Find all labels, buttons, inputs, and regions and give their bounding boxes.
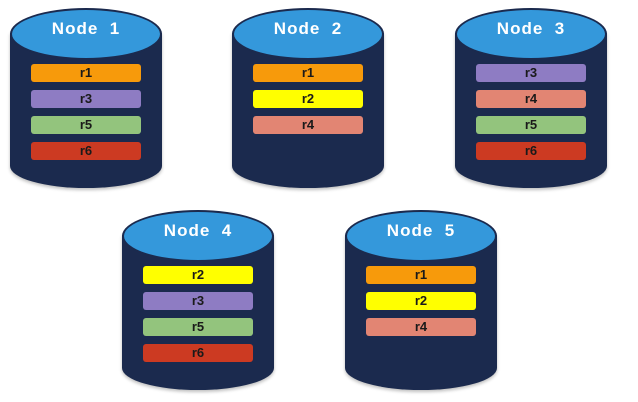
replica-bar[interactable]: r2	[143, 266, 253, 284]
cylinder-top-ellipse	[345, 210, 497, 262]
replica-list: r1 r2 r4	[366, 266, 476, 336]
replica-bar[interactable]: r6	[31, 142, 141, 160]
replica-bar[interactable]: r1	[253, 64, 363, 82]
replica-bar[interactable]: r4	[253, 116, 363, 134]
replica-bar[interactable]: r4	[476, 90, 586, 108]
replica-list: r2 r3 r5 r6	[143, 266, 253, 362]
replica-list: r3 r4 r5 r6	[476, 64, 586, 160]
replica-bar[interactable]: r1	[366, 266, 476, 284]
replica-bar[interactable]: r5	[476, 116, 586, 134]
replica-bar[interactable]: r3	[31, 90, 141, 108]
replica-bar[interactable]: r3	[476, 64, 586, 82]
replica-bar[interactable]: r6	[476, 142, 586, 160]
replica-bar[interactable]: r1	[31, 64, 141, 82]
replica-bar[interactable]: r6	[143, 344, 253, 362]
cylinder-top-ellipse	[455, 8, 607, 60]
cylinder-top-ellipse	[122, 210, 274, 262]
replica-bar[interactable]: r2	[253, 90, 363, 108]
replica-bar[interactable]: r3	[143, 292, 253, 310]
cylinder-top-ellipse	[10, 8, 162, 60]
replica-bar[interactable]: r2	[366, 292, 476, 310]
replica-list: r1 r2 r4	[253, 64, 363, 134]
replica-list: r1 r3 r5 r6	[31, 64, 141, 160]
cylinder-top-ellipse	[232, 8, 384, 60]
replica-bar[interactable]: r5	[31, 116, 141, 134]
replica-bar[interactable]: r4	[366, 318, 476, 336]
replica-bar[interactable]: r5	[143, 318, 253, 336]
